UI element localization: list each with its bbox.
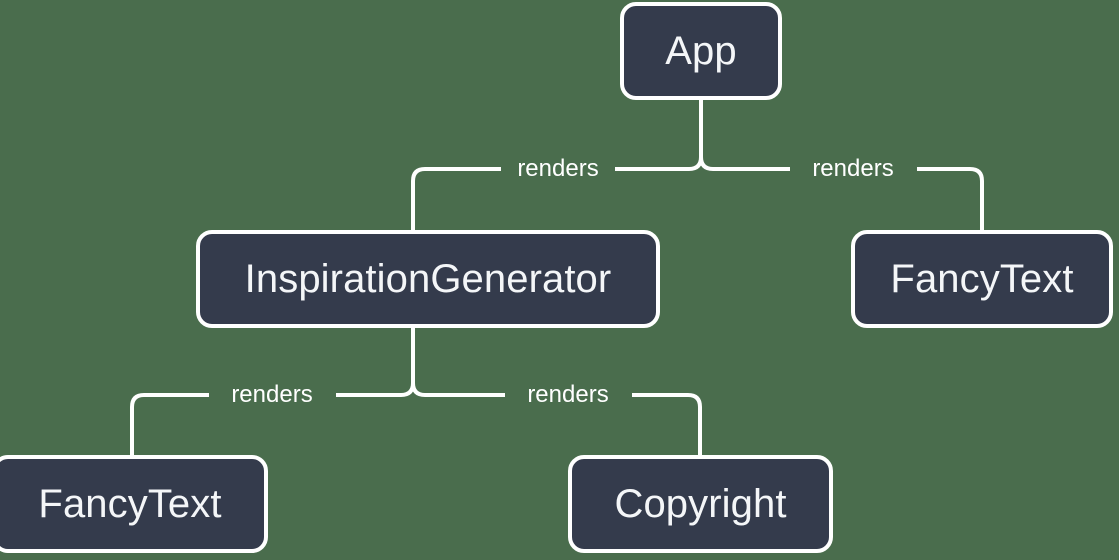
node-fancytext-right-label: FancyText	[890, 257, 1074, 301]
edge-app-to-fancytext-right-stem	[699, 156, 790, 171]
edge-inspiration-generator-to-copyright-stem	[411, 382, 505, 397]
edge-inspiration-generator-to-fancytext-bottom-stem	[336, 328, 415, 397]
node-app[interactable]: App	[620, 2, 782, 100]
edge-label-app-to-fancytext-right: renders	[812, 155, 894, 182]
node-fancytext-bottom[interactable]: FancyText	[0, 455, 268, 553]
node-inspiration-generator-label: InspirationGenerator	[244, 257, 612, 301]
node-inspiration-generator[interactable]: InspirationGenerator	[196, 230, 660, 328]
edge-app-to-fancytext-right-branch	[917, 167, 984, 230]
edge-inspiration-generator-to-copyright-branch	[632, 393, 702, 455]
node-app-label: App	[665, 29, 737, 73]
edge-app-to-inspiration-generator-stem	[615, 100, 703, 171]
edge-inspiration-generator-to-fancytext-bottom-branch	[130, 393, 209, 455]
edge-label-app-to-inspiration-generator: renders	[517, 155, 599, 182]
edge-label-inspiration-generator-to-copyright: renders	[527, 381, 609, 408]
node-copyright-label: Copyright	[614, 482, 787, 526]
node-fancytext-bottom-label: FancyText	[38, 482, 222, 526]
edge-label-inspiration-generator-to-fancytext-bottom: renders	[231, 381, 313, 408]
node-fancytext-right[interactable]: FancyText	[851, 230, 1113, 328]
edge-app-to-inspiration-generator-branch	[411, 167, 501, 230]
node-copyright[interactable]: Copyright	[568, 455, 833, 553]
